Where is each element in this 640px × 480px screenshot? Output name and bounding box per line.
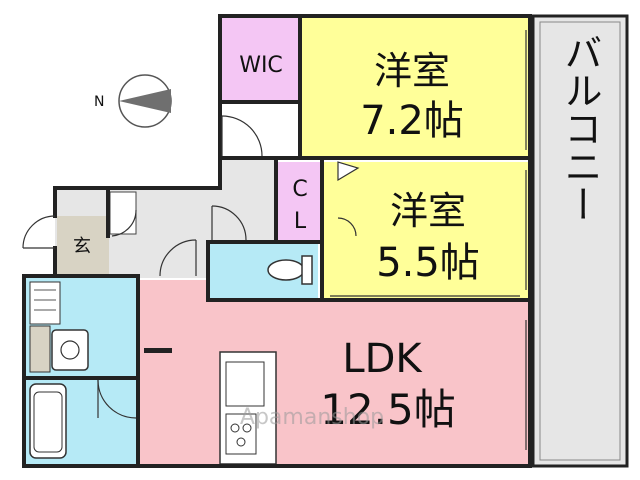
burner-3 — [236, 437, 246, 447]
closet-room — [278, 162, 324, 240]
western-room-1-size: 7.2帖 — [360, 98, 464, 144]
balcony-area — [531, 14, 629, 468]
western-room-2-name: 洋室 — [390, 189, 466, 233]
walls — [22, 14, 532, 468]
western-room-1-name: 洋室 — [374, 49, 450, 93]
closet-label-c: C — [292, 177, 307, 202]
ldk-name: LDK — [342, 336, 423, 382]
toilet-tank — [301, 255, 313, 285]
wic-room — [222, 16, 300, 102]
washbasin-drain — [60, 340, 80, 360]
windows — [330, 30, 527, 450]
burner-1 — [230, 423, 240, 433]
compass: N — [94, 74, 172, 128]
shoe-cabinet — [109, 191, 137, 235]
kitchen-counter — [219, 351, 277, 465]
bathtub-inner — [33, 391, 63, 453]
stove — [225, 413, 257, 455]
vanity-cabinet — [29, 325, 51, 373]
toilet-bowl — [267, 259, 305, 281]
partition-stub — [144, 348, 172, 353]
closet-label-l: L — [294, 209, 307, 234]
ldk-size: 12.5帖 — [320, 385, 456, 434]
balcony-rail — [539, 21, 621, 461]
balcony-label: バルコニー — [558, 33, 602, 223]
watermark-text: Apamanshop — [240, 405, 384, 430]
compass-needle-icon — [119, 89, 171, 113]
western-room-1 — [300, 16, 530, 158]
wic-label: WIC — [239, 53, 283, 78]
burner-2 — [242, 423, 252, 433]
bathtub — [29, 383, 67, 459]
western-room-2 — [324, 162, 530, 300]
washbasin — [51, 329, 89, 371]
door-swings — [22, 115, 360, 419]
western-room-2-size: 5.5帖 — [376, 240, 480, 286]
washing-machine-pan — [29, 281, 61, 325]
entrance-label: 玄 — [73, 236, 91, 257]
compass-label: N — [94, 94, 104, 110]
ldk-room — [140, 280, 530, 464]
entrance-area — [57, 216, 109, 274]
kitchen-sink — [225, 361, 265, 407]
